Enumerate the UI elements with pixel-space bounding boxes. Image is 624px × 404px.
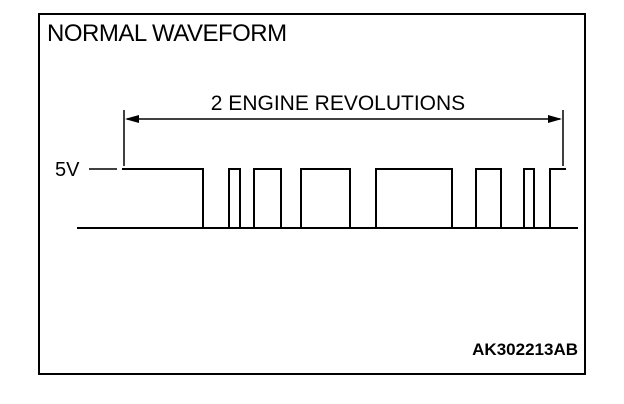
span-label: 2 ENGINE REVOLUTIONS [211, 92, 465, 115]
span-right-arrowhead [548, 115, 562, 123]
sensor-signal-waveform [122, 168, 566, 229]
diagram-title: NORMAL WAVEFORM [47, 20, 287, 47]
diagram-frame [38, 13, 586, 375]
span-left-arrowhead [125, 115, 139, 123]
figure-id-label: AK302213AB [472, 340, 578, 359]
voltage-level-label: 5V [55, 159, 80, 181]
